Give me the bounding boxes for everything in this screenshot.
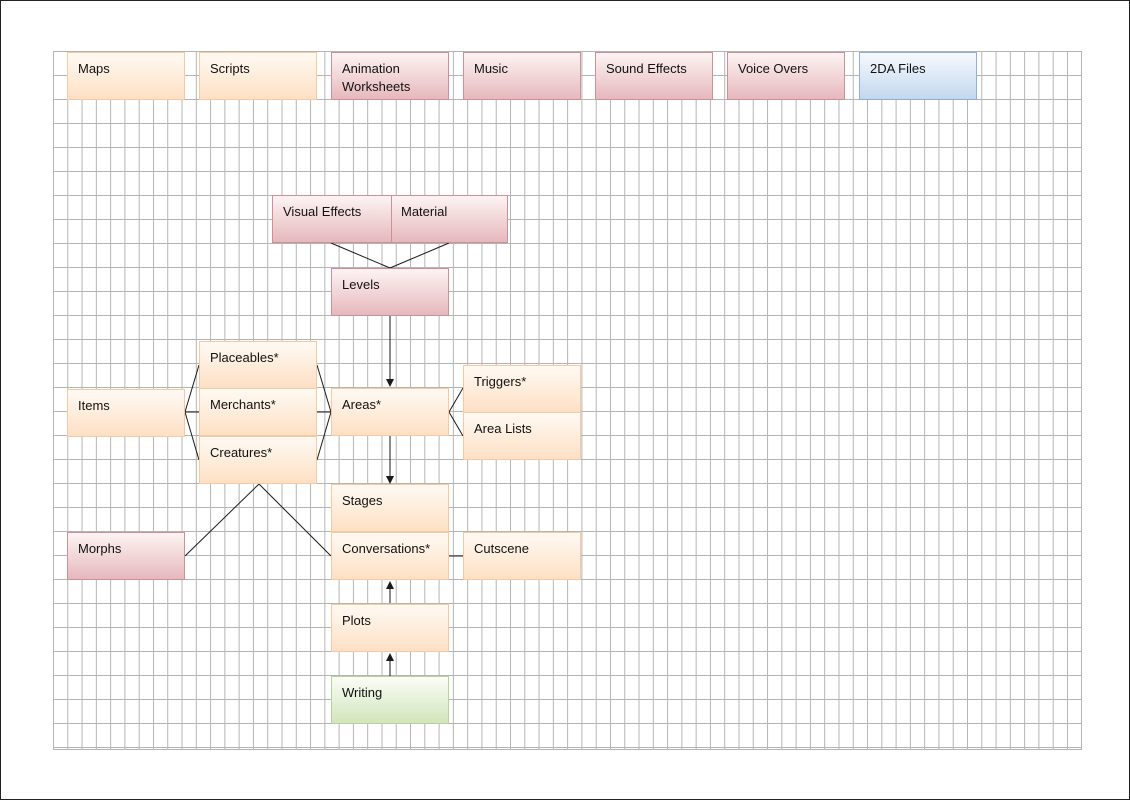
placeables-box: Placeables* [199, 341, 317, 389]
music-box: Music [463, 52, 581, 100]
area-lists-box: Area Lists [463, 412, 581, 460]
morphs-label: Morphs [78, 541, 122, 556]
conversations-box: Conversations* [331, 532, 449, 580]
levels-box: Levels [331, 268, 449, 316]
cutscene-label: Cutscene [474, 541, 529, 556]
conversations-label: Conversations* [342, 541, 431, 556]
merchants-label: Merchants* [210, 397, 276, 412]
cutscene-box: Cutscene [463, 532, 581, 580]
music-label: Music [474, 61, 508, 76]
areas-box: Areas* [331, 388, 449, 436]
scripts-box: Scripts [199, 52, 317, 100]
sound-effects-box: Sound Effects [595, 52, 713, 100]
scripts-label: Scripts [210, 61, 250, 76]
areas-label: Areas* [342, 397, 382, 412]
visual-effects-material-box: Visual Effects Material [272, 195, 508, 243]
maps-label: Maps [78, 61, 110, 76]
maps-box: Maps [67, 52, 185, 100]
visual-effects-material-divider [391, 196, 392, 242]
morphs-box: Morphs [67, 532, 185, 580]
plots-label: Plots [342, 613, 371, 628]
items-label: Items [78, 398, 110, 413]
creatures-box: Creatures* [199, 436, 317, 484]
placeables-label: Placeables* [210, 350, 279, 365]
plots-box: Plots [331, 604, 449, 652]
merchants-box: Merchants* [199, 388, 317, 436]
levels-label: Levels [342, 277, 380, 292]
sound-effects-label: Sound Effects [606, 61, 687, 76]
creatures-label: Creatures* [210, 445, 273, 460]
writing-box: Writing [331, 676, 449, 724]
triggers-box: Triggers* [463, 365, 581, 413]
animation-worksheets-label: Animation Worksheets [342, 61, 411, 94]
animation-worksheets-box: Animation Worksheets [331, 52, 449, 100]
area-lists-label: Area Lists [474, 421, 532, 436]
stages-box: Stages [331, 484, 449, 532]
triggers-label: Triggers* [474, 374, 527, 389]
2da-files-box: 2DA Files [859, 52, 977, 100]
material-label: Material [401, 204, 448, 219]
voice-overs-box: Voice Overs [727, 52, 845, 100]
items-box: Items [67, 389, 185, 437]
2da-files-label: 2DA Files [870, 61, 926, 76]
stages-label: Stages [342, 493, 383, 508]
voice-overs-label: Voice Overs [738, 61, 809, 76]
writing-label: Writing [342, 685, 383, 700]
visual-effects-label: Visual Effects [283, 204, 362, 219]
